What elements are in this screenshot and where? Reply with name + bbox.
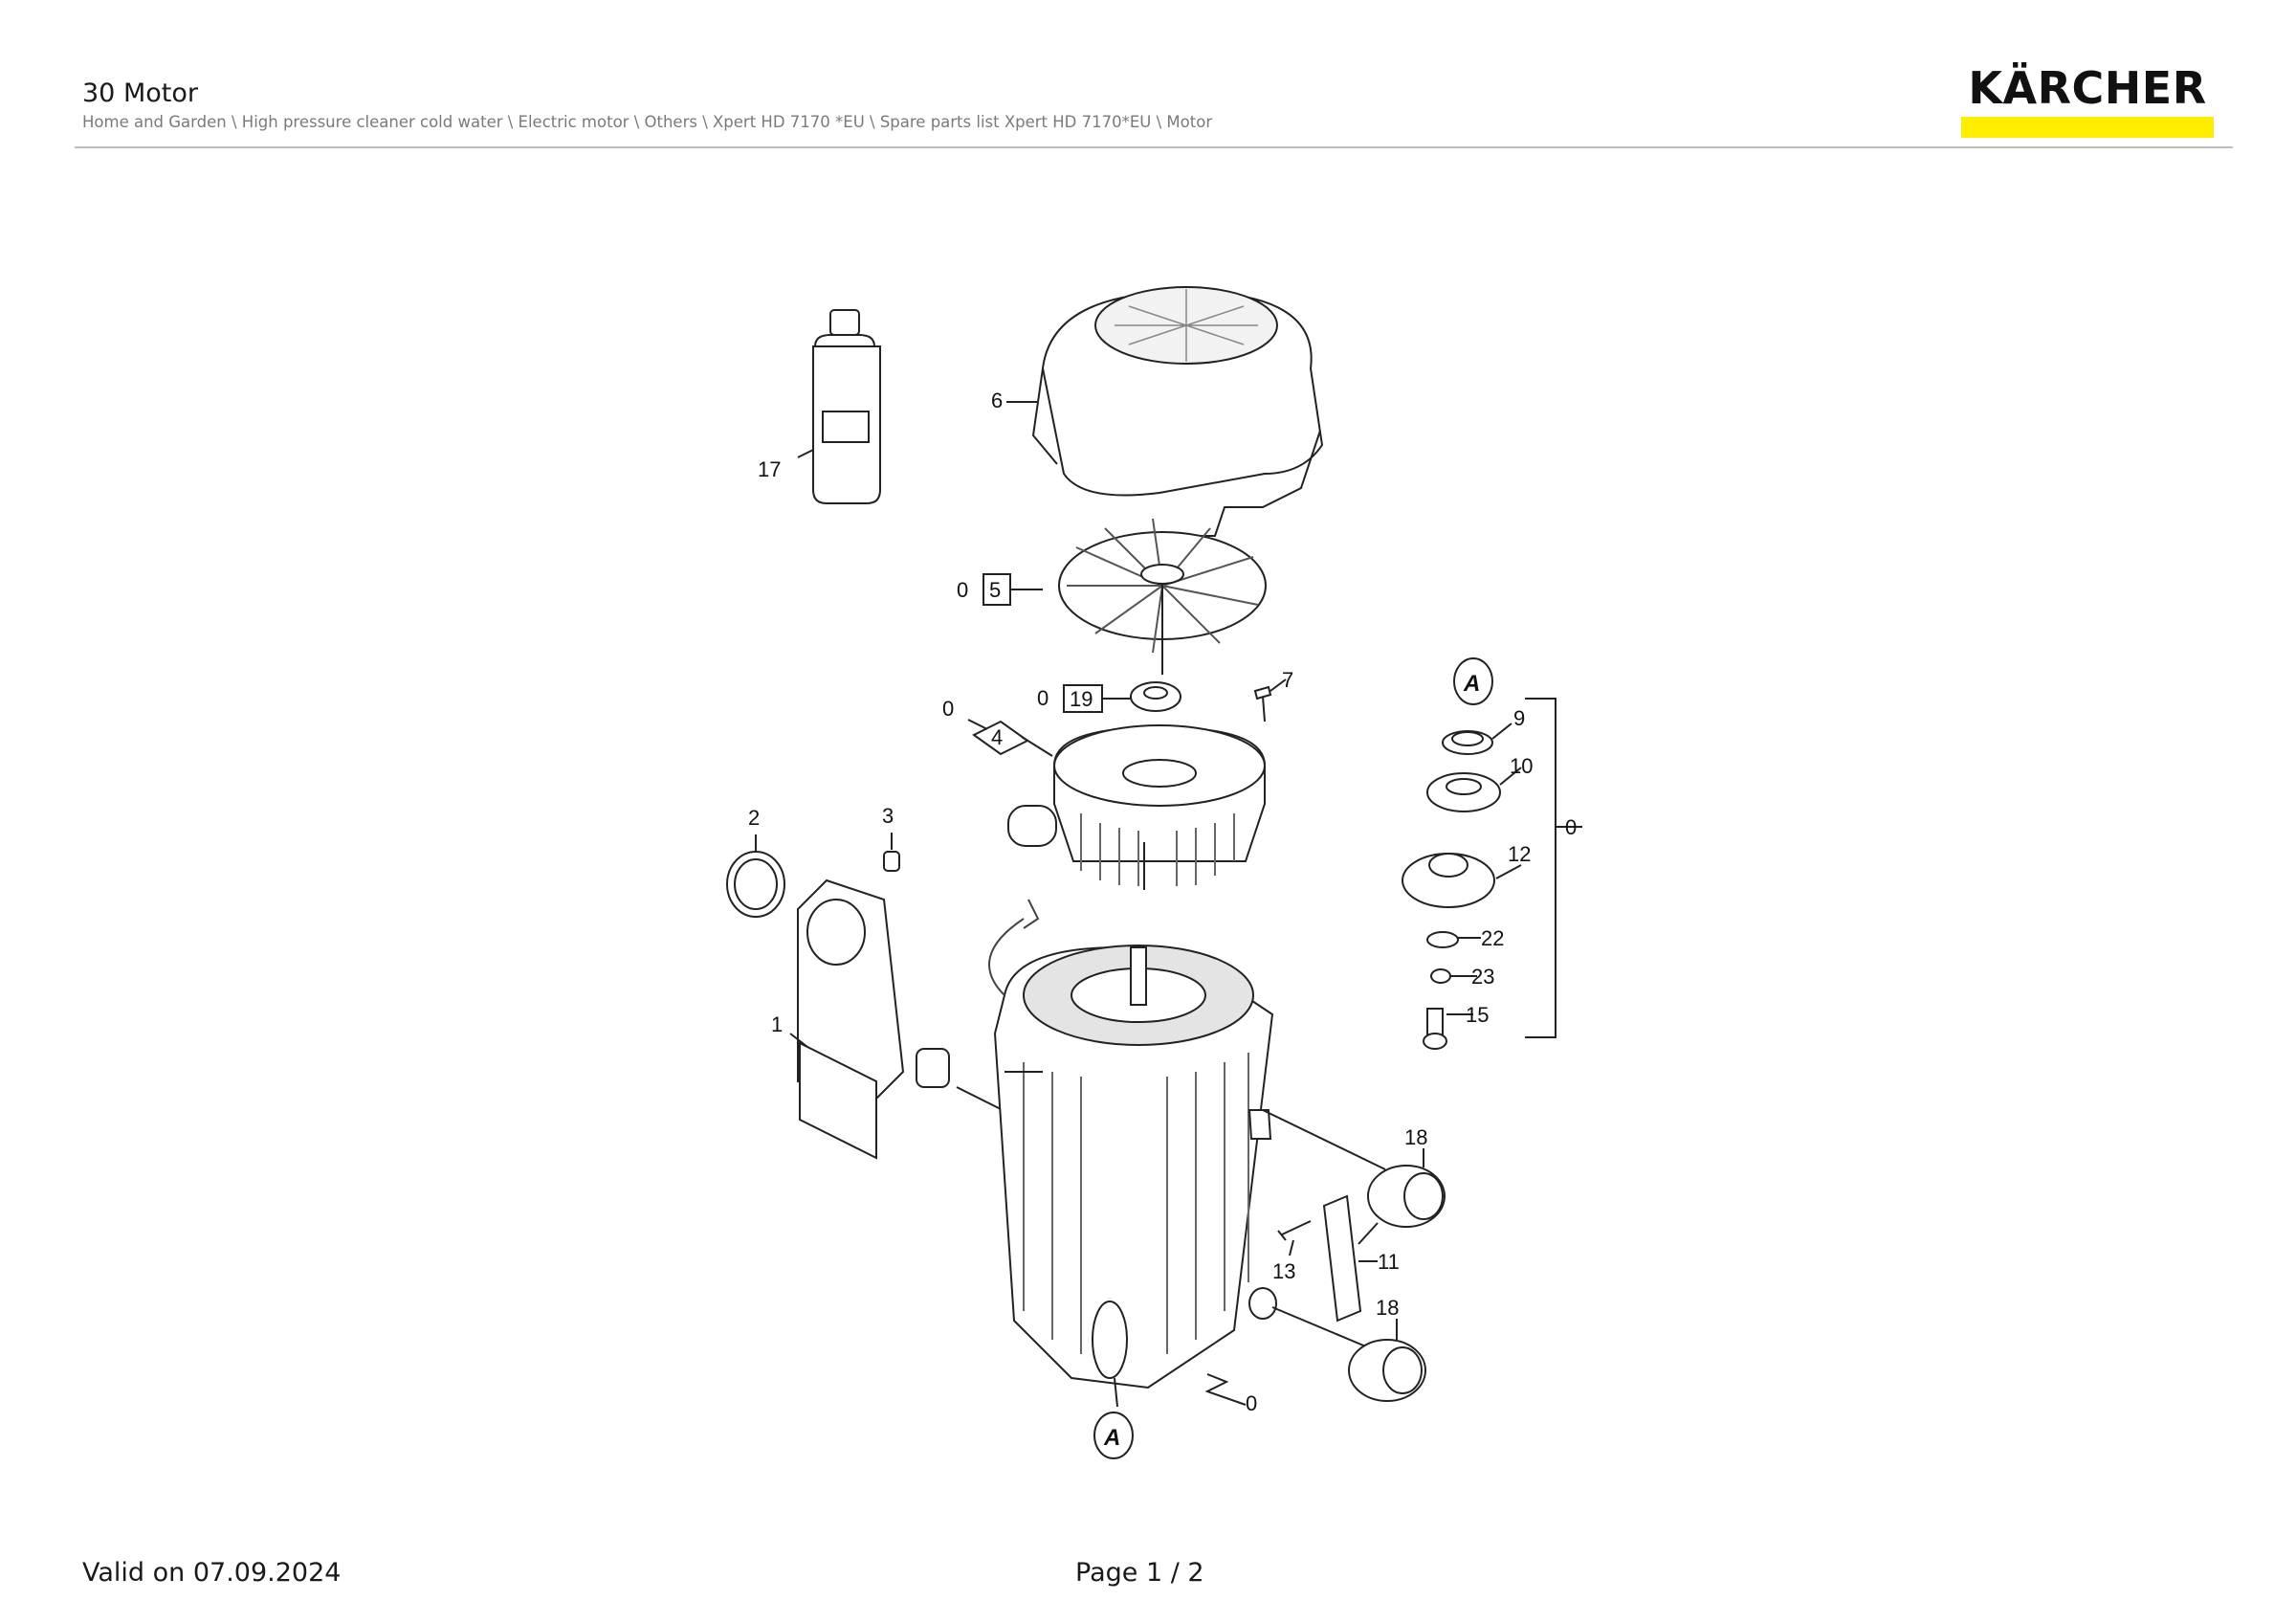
label-18-top: 18 [1404,1125,1427,1149]
rubber-buffer-top [1358,1148,1446,1245]
callout-a-top [1453,657,1493,705]
label-11: 11 [1378,1250,1400,1274]
label-2: 2 [748,806,760,830]
label-7: 7 [1282,668,1293,692]
breadcrumb: Home and Garden \ High pressure cleaner … [82,113,1213,131]
logo-yellow-bar [1961,117,2214,138]
label-22: 22 [1481,926,1504,950]
screw-part-7 [1253,678,1287,723]
page-title: 30 Motor [82,78,198,108]
terminal-box-part [789,878,1004,1160]
label-0-bearing: 0 [1037,686,1049,710]
label-0-housing: 0 [1246,1391,1257,1415]
label-18-bottom: 18 [1376,1296,1399,1320]
label-17: 17 [758,457,781,481]
label-10: 10 [1510,754,1533,778]
oil-bottle-part [797,309,881,504]
callout-a-top-letter: A [1463,671,1480,697]
label-6: 6 [991,389,1003,412]
valid-date: Valid on 07.09.2024 [82,1558,342,1588]
label-3: 3 [882,804,894,828]
page-number: Page 1 / 2 [1075,1558,1204,1588]
right-bearing-group [1402,698,1582,1050]
label-0-right-group: 0 [1565,815,1577,839]
bracket-part-11 [1322,1194,1378,1323]
label-12: 12 [1508,842,1531,866]
fan-wheel-part [982,518,1267,675]
label-4: 4 [991,725,1003,749]
part-labels: 6 17 0 5 0 19 7 0 4 2 3 1 9 10 0 12 22 2… [748,389,1577,1451]
label-19: 19 [1070,687,1093,711]
plug-part-3 [883,833,900,872]
callout-a-bottom [1093,1412,1134,1459]
label-0-fan: 0 [957,578,968,602]
bearing-part [1063,681,1181,713]
logo-wordmark: KÄRCHER [1968,62,2207,114]
karcher-logo: KÄRCHER [1961,61,2214,138]
cap-part-2 [726,834,785,918]
end-shield-part [967,719,1266,890]
label-1: 1 [771,1012,783,1036]
fan-cover-part [1006,286,1324,537]
callout-a-bottom-letter: A [1103,1425,1120,1451]
label-23: 23 [1471,965,1494,989]
label-13: 13 [1272,1259,1295,1283]
label-5: 5 [989,578,1001,602]
motor-housing-part [988,899,1386,1408]
rubber-buffer-bottom [1348,1319,1426,1402]
header-divider [75,146,2233,148]
screw-part-13 [1277,1220,1312,1256]
label-15: 15 [1466,1003,1489,1027]
label-0-endshield: 0 [942,697,954,721]
label-9: 9 [1513,706,1525,730]
